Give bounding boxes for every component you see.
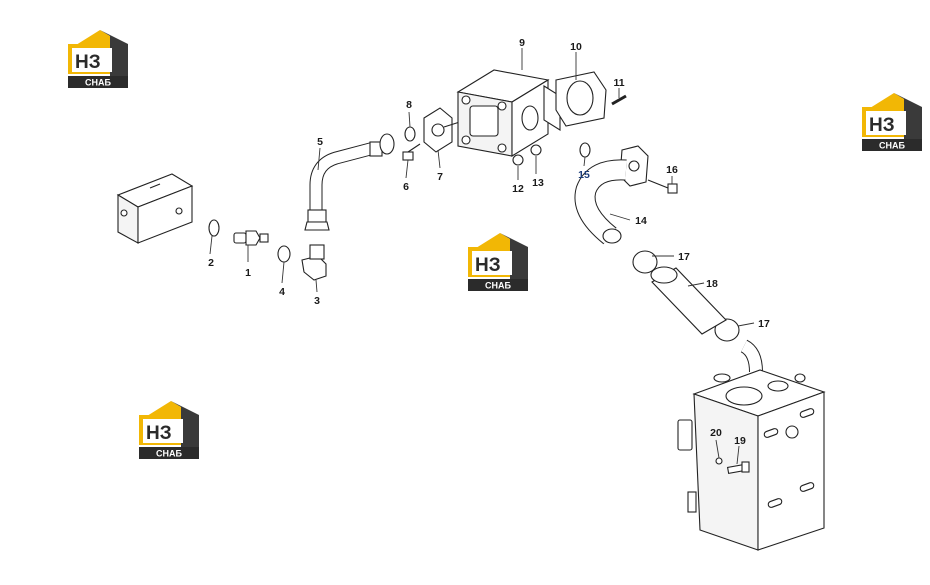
o-ring-2 [208, 219, 220, 237]
logo-top-text: НЗ [475, 255, 501, 276]
callout-5: 5 [317, 136, 323, 148]
fitting-1 [233, 230, 269, 246]
callout-17b: 17 [758, 318, 770, 330]
callout-15: 15 [578, 169, 590, 181]
hydraulic-tank [677, 369, 826, 551]
logo-bottom-text: СНАБ [85, 78, 111, 88]
brand-logo-top-right: НЗ СНАБ [862, 93, 922, 151]
callout-3: 3 [314, 295, 320, 307]
callout-10: 10 [570, 41, 582, 53]
o-ring-15 [579, 142, 591, 158]
callout-20: 20 [710, 427, 722, 439]
callout-2: 2 [208, 257, 214, 269]
brand-logo-top-left: НЗ СНАБ [68, 30, 128, 88]
callout-13: 13 [532, 177, 544, 189]
hose-5 [304, 133, 395, 231]
elbow-fitting-3 [301, 244, 327, 281]
logo-top-text: НЗ [146, 423, 172, 444]
callout-9: 9 [519, 37, 525, 49]
callout-16: 16 [666, 164, 678, 176]
nut-12 [512, 154, 524, 166]
callout-6: 6 [403, 181, 409, 193]
logo-bottom-text: СНАБ [156, 449, 182, 459]
washer-13 [530, 144, 542, 156]
flange-7 [423, 107, 467, 153]
o-ring-8 [404, 126, 416, 142]
bolt-6 [402, 143, 421, 161]
hydraulic-pump-9 [456, 69, 561, 157]
logo-bottom-text: СНАБ [485, 281, 511, 291]
hose-clamp-17b [714, 318, 740, 342]
washer-20 [715, 457, 723, 465]
tank-outlet-elbow [740, 339, 763, 373]
hose-clamp-17a [632, 250, 658, 274]
bolt-16 [647, 179, 678, 194]
callout-1: 1 [245, 267, 251, 279]
logo-top-text: НЗ [75, 52, 101, 73]
brand-logo-bottom-left: НЗ СНАБ [139, 401, 199, 459]
callout-17a: 17 [678, 251, 690, 263]
brand-logo-center: НЗ СНАБ [468, 233, 528, 291]
callout-11: 11 [613, 77, 624, 89]
valve-block [116, 173, 194, 244]
bolt-19 [726, 461, 750, 474]
o-ring-4 [277, 245, 291, 263]
callout-7: 7 [437, 171, 443, 183]
callout-14: 14 [635, 215, 647, 227]
callout-12: 12 [512, 183, 524, 195]
callout-19: 19 [734, 435, 746, 447]
callout-4: 4 [279, 286, 285, 298]
suction-pipe-14 [574, 159, 627, 245]
callout-8: 8 [406, 99, 412, 111]
logo-bottom-text: СНАБ [879, 141, 905, 151]
callout-18: 18 [706, 278, 718, 290]
pin-11 [611, 94, 627, 106]
leader-lines [209, 48, 755, 465]
gasket-10 [555, 71, 607, 127]
hose-18 [650, 266, 727, 335]
callout-labels: 1 2 3 4 5 6 7 8 9 10 11 12 13 15 16 14 1… [208, 37, 770, 447]
logo-top-text: НЗ [869, 115, 895, 136]
